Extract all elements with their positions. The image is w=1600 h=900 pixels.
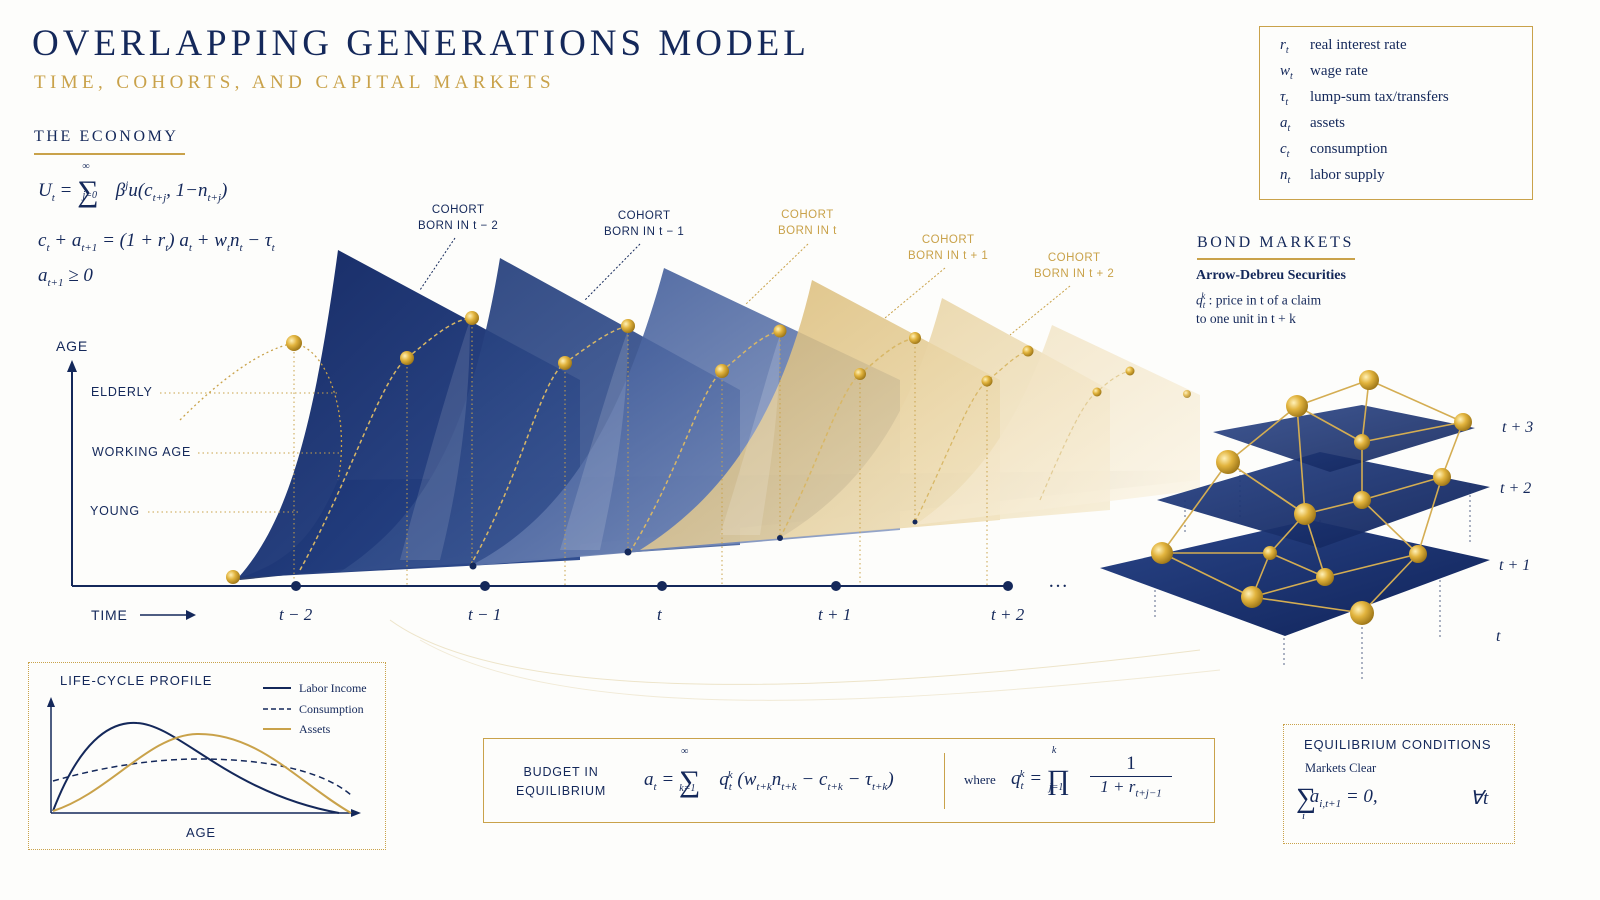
equilibrium-heading: EQUILIBRIUM CONDITIONS [1304, 737, 1492, 752]
time-tick-label: t + 1 [818, 605, 852, 624]
lifecycle-curve [1039, 370, 1131, 501]
lifecycle-curve [779, 337, 916, 539]
lifecycle-legend-item: Consumption [299, 702, 364, 716]
sail-highlight [400, 320, 470, 560]
cohort-leader-lines-gold [744, 243, 1071, 336]
age-level-working: WORKING AGE [92, 445, 192, 459]
sail-highlight [720, 335, 780, 535]
layer-label: t [1496, 628, 1501, 645]
age-level-elderly: ELDERLY [91, 385, 153, 399]
consumption-curve [52, 758, 352, 796]
cohort-leader-lines [419, 237, 641, 301]
decorative-swoosh [419, 639, 1221, 701]
labor-income-curve [52, 721, 340, 814]
page-subtitle: TIME, COHORTS, AND CAPITAL MARKETS [34, 72, 555, 93]
time-tick-label: t + 2 [991, 605, 1025, 624]
time-axis-ticks [291, 581, 1013, 591]
market-clearing-equation: ∑i ai,t+1 = 0, [1296, 783, 1378, 822]
time-axis-label: TIME [91, 607, 128, 623]
layer-label: t + 2 [1500, 480, 1532, 497]
forall-t: ∀t [1470, 788, 1489, 809]
bond-market-network [1100, 370, 1490, 680]
birth-dots [469, 519, 918, 570]
lifecycle-legend-item: Assets [299, 722, 331, 736]
budget-where-label: where [964, 772, 996, 787]
age-level-guides [148, 392, 340, 513]
layer-label: t + 3 [1502, 419, 1534, 436]
layer-label: t + 1 [1499, 557, 1531, 574]
time-tick-label: t [657, 605, 662, 624]
borrowing-constraint-equation: at+1 ≥ 0 [38, 265, 93, 289]
vertical-guides [293, 318, 988, 586]
cohort-peak-points [226, 311, 1191, 584]
assets-curve [52, 732, 352, 814]
age-level-young: YOUNG [90, 504, 140, 518]
page-title: OVERLAPPING GENERATIONS MODEL [32, 23, 810, 64]
bond-markets-description-2: to one unit in t + k [1196, 311, 1296, 326]
economy-heading-rule [34, 153, 185, 155]
sail-highlight [560, 330, 628, 550]
lifecycle-curve [914, 350, 1029, 523]
lifecycle-curve [469, 325, 629, 567]
bond-markets-description: qtk : price in t of a claim [1196, 291, 1322, 311]
lifecycle-x-label: AGE [186, 825, 216, 840]
decorative-swoosh [389, 619, 1201, 685]
budget-constraint-equation: ct + at+1 = (1 + rt) at + wtnt − τt [38, 230, 275, 254]
budget-divider [944, 753, 945, 809]
time-tick-label: t − 2 [279, 605, 313, 624]
price-fraction: 1 1 + rt+j−1 [1090, 753, 1172, 799]
intertemporal-budget-equation: at = ∑∞k=1 qtk (wt+knt+k − ct+k − τt+k) [644, 746, 894, 798]
age-axis-arrow [67, 360, 77, 372]
lifecycle-curve [629, 330, 781, 553]
equilibrium-subheading: Markets Clear [1305, 761, 1377, 775]
lifecycle-chart [47, 687, 361, 817]
lifecycle-curve [179, 342, 295, 421]
time-arrow-head [186, 610, 196, 620]
economy-heading: THE ECONOMY [34, 128, 179, 145]
axes [71, 368, 1012, 587]
time-tick-label: t − 1 [468, 605, 502, 624]
lifecycle-curve [299, 317, 473, 571]
time-axis-ellipsis: … [1048, 570, 1068, 592]
utility-equation: Ut = ∑∞j=0 βju(ct+j, 1−nt+j) [38, 161, 228, 208]
bond-markets-heading: BOND MARKETS [1197, 234, 1354, 251]
age-axis-label: AGE [56, 338, 88, 354]
bond-markets-rule [1197, 258, 1355, 260]
lifecycle-curve [293, 342, 343, 481]
bond-markets-subheading: Arrow-Debreu Securities [1196, 268, 1346, 283]
lifecycle-heading: LIFE-CYCLE PROFILE [60, 673, 213, 688]
lifecycle-legend-item: Labor Income [299, 681, 367, 695]
lifecycle-profile-panel: LIFE-CYCLE PROFILE Labor Income Consumpt… [28, 662, 386, 850]
equilibrium-conditions-panel: EQUILIBRIUM CONDITIONS Markets Clear ∑i … [1283, 724, 1515, 844]
